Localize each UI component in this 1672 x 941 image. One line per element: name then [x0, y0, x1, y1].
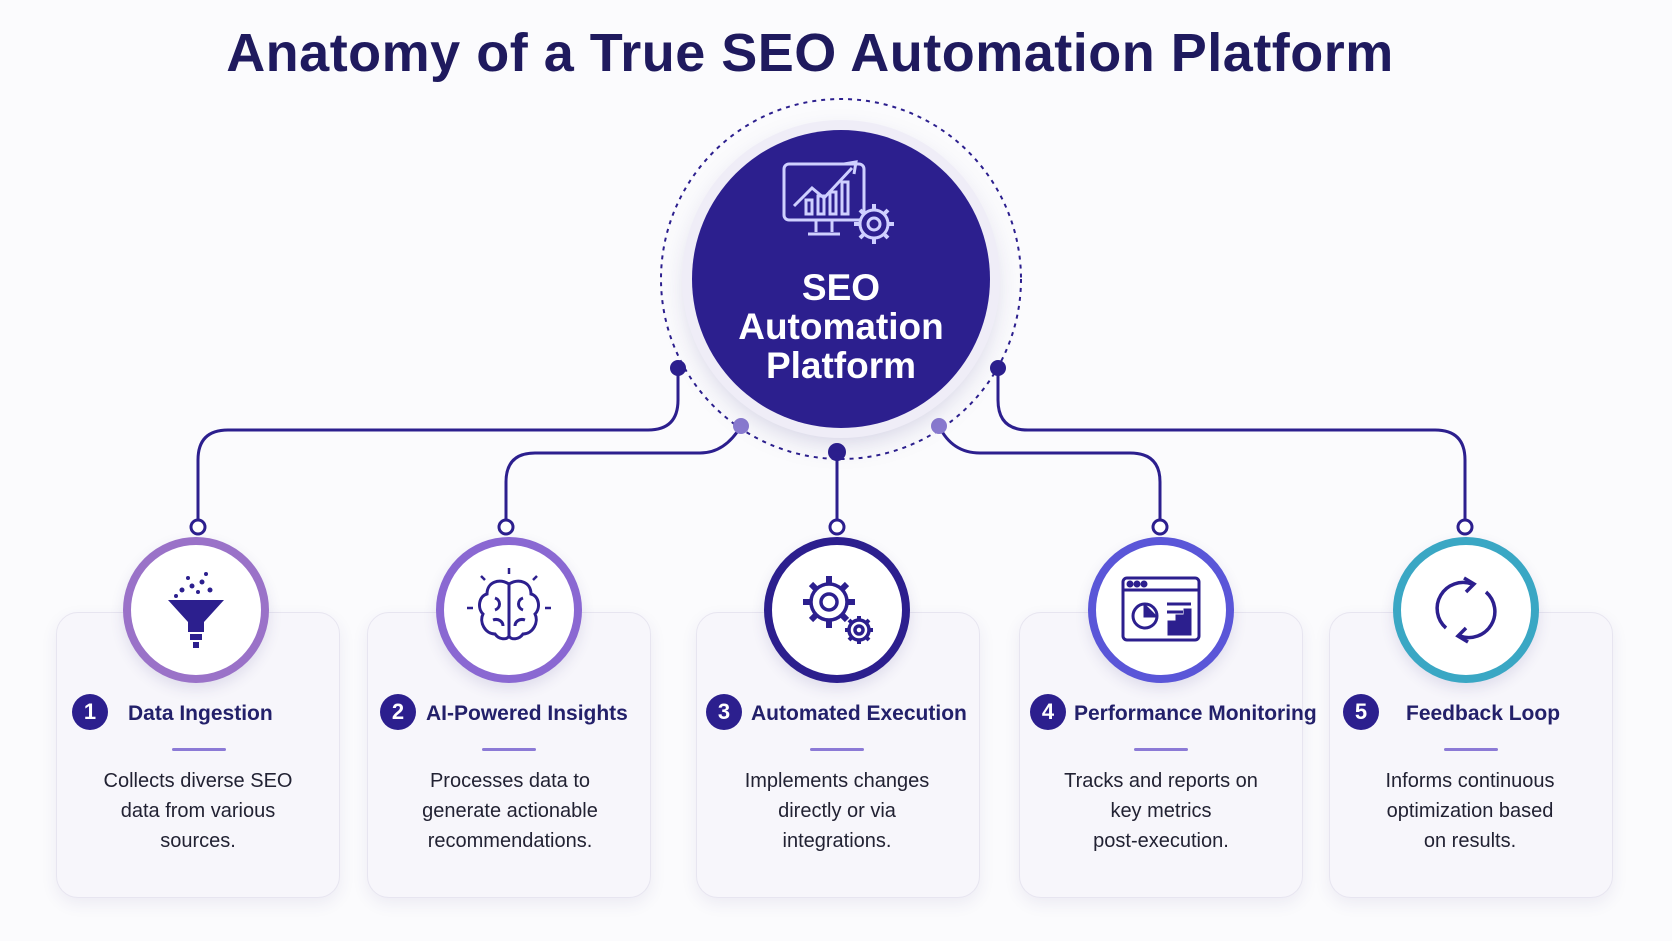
node-dot	[931, 418, 947, 434]
title-underline	[482, 748, 536, 751]
step-description: Collects diverse SEO data from various s…	[103, 770, 293, 852]
end-dot	[1456, 518, 1474, 536]
step-title: Automated Execution	[751, 702, 967, 725]
connector-step-2	[504, 425, 743, 525]
end-dot	[497, 518, 515, 536]
step-number-badge: 3	[706, 694, 742, 730]
title-underline	[810, 748, 864, 751]
step-number-badge: 4	[1030, 694, 1066, 730]
step-icon-ring	[123, 537, 269, 683]
chart-monitor-gear-icon	[782, 160, 894, 244]
node-dot	[670, 360, 686, 376]
step-icon-ring	[1088, 537, 1234, 683]
title-underline	[172, 748, 226, 751]
step-title: Performance Monitoring	[1074, 702, 1317, 725]
funnel-icon	[168, 572, 224, 648]
node-dot	[733, 418, 749, 434]
diagram-title: Anatomy of a True SEO Automation Platfor…	[226, 23, 1394, 83]
step-icon-ring	[436, 537, 582, 683]
step-title: Data Ingestion	[128, 702, 273, 725]
title-underline	[1444, 748, 1498, 751]
title-underline	[1134, 748, 1188, 751]
step-number-badge: 1	[72, 694, 108, 730]
hub-label: SEO Automation Platform	[738, 267, 944, 386]
end-dot	[1151, 518, 1169, 536]
refresh-cycle-icon	[1435, 576, 1497, 644]
hub-circle: SEO Automation Platform	[692, 130, 990, 428]
end-dot	[189, 518, 207, 536]
step-title: AI-Powered Insights	[426, 702, 628, 725]
connector-step-4	[937, 425, 1162, 525]
step-number-badge: 5	[1343, 694, 1379, 730]
dashboard-icon	[1121, 576, 1201, 642]
step-number-badge: 2	[380, 694, 416, 730]
connector-step-5	[996, 368, 1467, 525]
brain-icon	[467, 568, 551, 641]
node-dot	[828, 443, 846, 461]
step-icon-ring	[1393, 537, 1539, 683]
step-description: Tracks and reports on key metrics post-e…	[1064, 770, 1258, 852]
step-title: Feedback Loop	[1406, 702, 1561, 725]
connector-step-1	[196, 368, 680, 525]
node-dot	[990, 360, 1006, 376]
gears-icon	[803, 576, 873, 644]
step-description: Processes data to generate actionable re…	[422, 770, 598, 852]
step-description: Informs continuous optimization based on…	[1385, 770, 1555, 852]
step-description: Implements changes directly or via integ…	[744, 770, 930, 852]
end-dot	[828, 518, 846, 536]
step-icon-ring	[764, 537, 910, 683]
